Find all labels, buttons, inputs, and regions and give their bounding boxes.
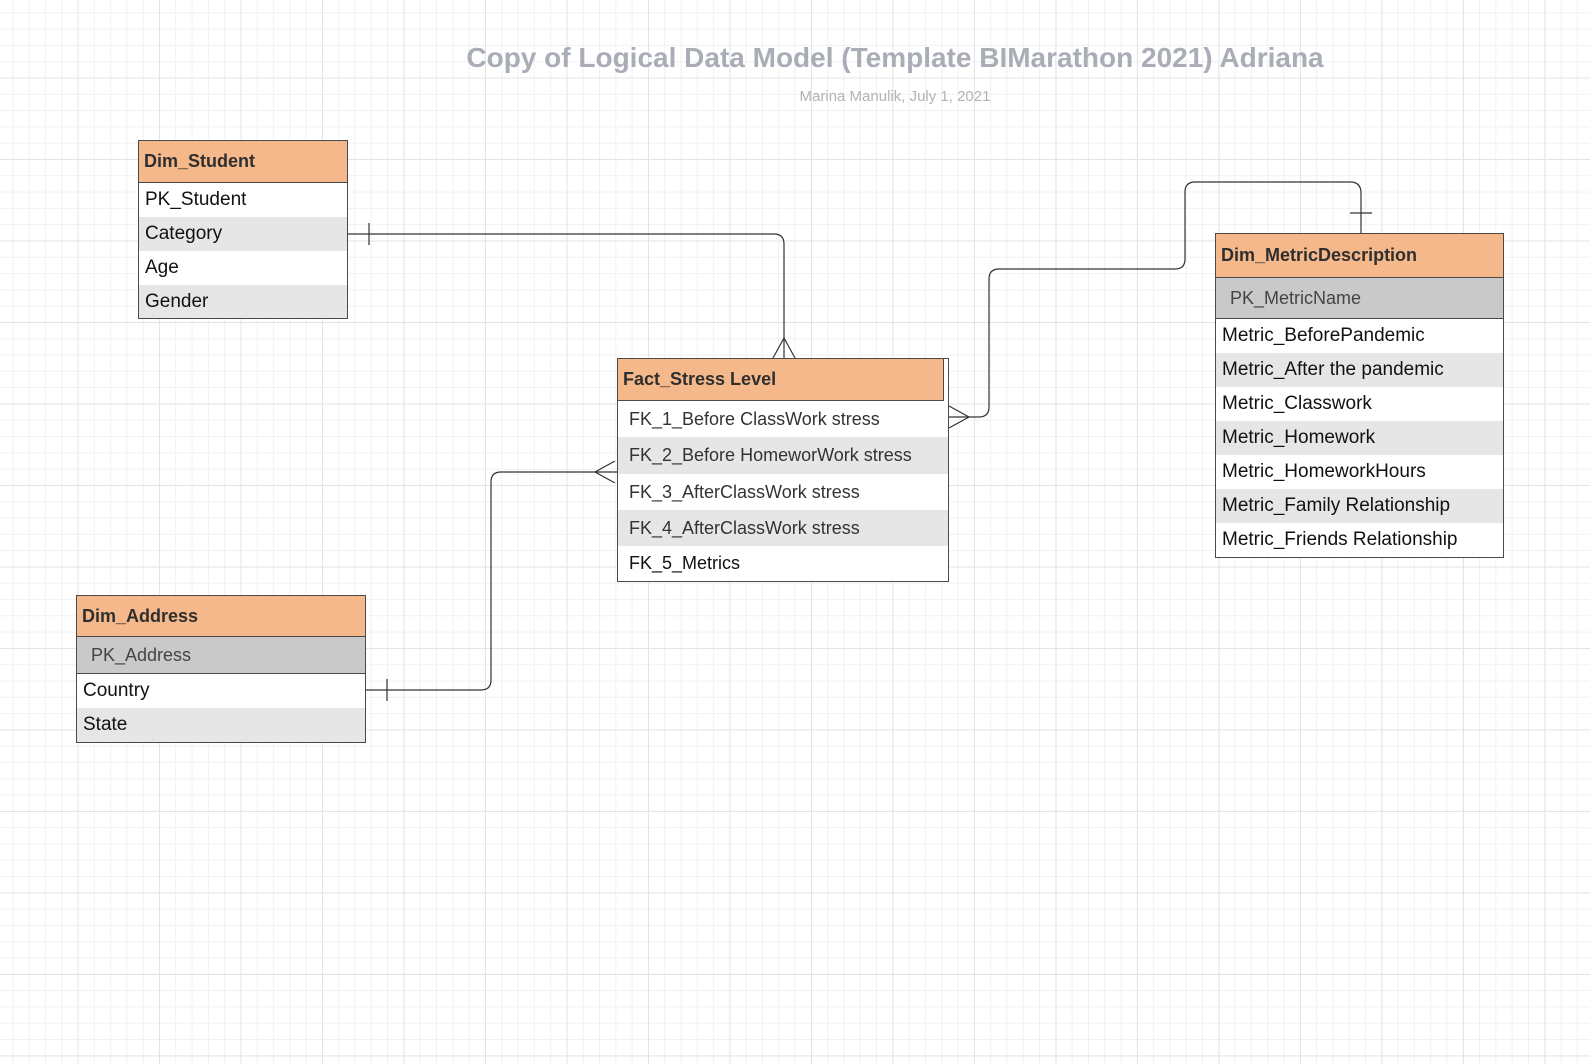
entity-dim-student[interactable]: Dim_Student PK_Student Category Age Gend… (138, 140, 348, 319)
field-row: Metric_BeforePandemic (1222, 325, 1425, 346)
field-row: Age (145, 257, 179, 278)
entity-header: Dim_MetricDescription (1216, 234, 1503, 278)
entity-dim-address[interactable]: Dim_Address PK_Address Country State (76, 595, 366, 743)
field-row: FK_5_Metrics (629, 553, 741, 573)
entity-header: Fact_Stress Level (618, 359, 944, 401)
primary-key-row: PK_MetricName (1216, 278, 1503, 319)
entity-header: Dim_Address (77, 596, 365, 637)
field-row: State (77, 708, 365, 742)
many-marker-fact-right (948, 405, 971, 429)
field-row: Metric_Friends Relationship (1222, 528, 1458, 550)
relationship-student-fact (347, 233, 785, 358)
relationship-metric-fact (949, 181, 1362, 418)
field-row: FK_3_AfterClassWork stress (629, 481, 860, 502)
field-row: FK_4_AfterClassWork stress (618, 510, 948, 546)
field-row: Metric_Classwork (1222, 393, 1372, 414)
field-row: Metric_After the pandemic (1216, 353, 1503, 387)
field-row: Metric_Family Relationship (1216, 489, 1503, 523)
field-row: Country (83, 680, 150, 701)
primary-key-row: PK_Address (77, 637, 365, 674)
field-row: Metric_HomeworkHours (1222, 461, 1426, 482)
field-row: FK_2_Before HomeworWork stress (618, 437, 948, 474)
many-marker-fact-left (593, 460, 616, 484)
diagram-subtitle: Marina Manulik, July 1, 2021 (799, 88, 991, 105)
field-row: Metric_Homework (1216, 421, 1503, 455)
many-marker-fact-top (772, 336, 796, 359)
field-row: FK_1_Before ClassWork stress (629, 408, 880, 429)
entity-fact-stress-level[interactable]: Fact_Stress Level FK_1_Before ClassWork … (617, 358, 949, 582)
field-row: Gender (139, 285, 347, 318)
field-row: PK_Student (145, 189, 247, 210)
entity-dim-metric-description[interactable]: Dim_MetricDescription PK_MetricName Metr… (1215, 233, 1504, 558)
diagram-title: Copy of Logical Data Model (Template BIM… (466, 42, 1324, 73)
entity-header: Dim_Student (139, 141, 347, 183)
field-row: Category (139, 217, 347, 251)
relationship-address-fact (365, 471, 618, 691)
